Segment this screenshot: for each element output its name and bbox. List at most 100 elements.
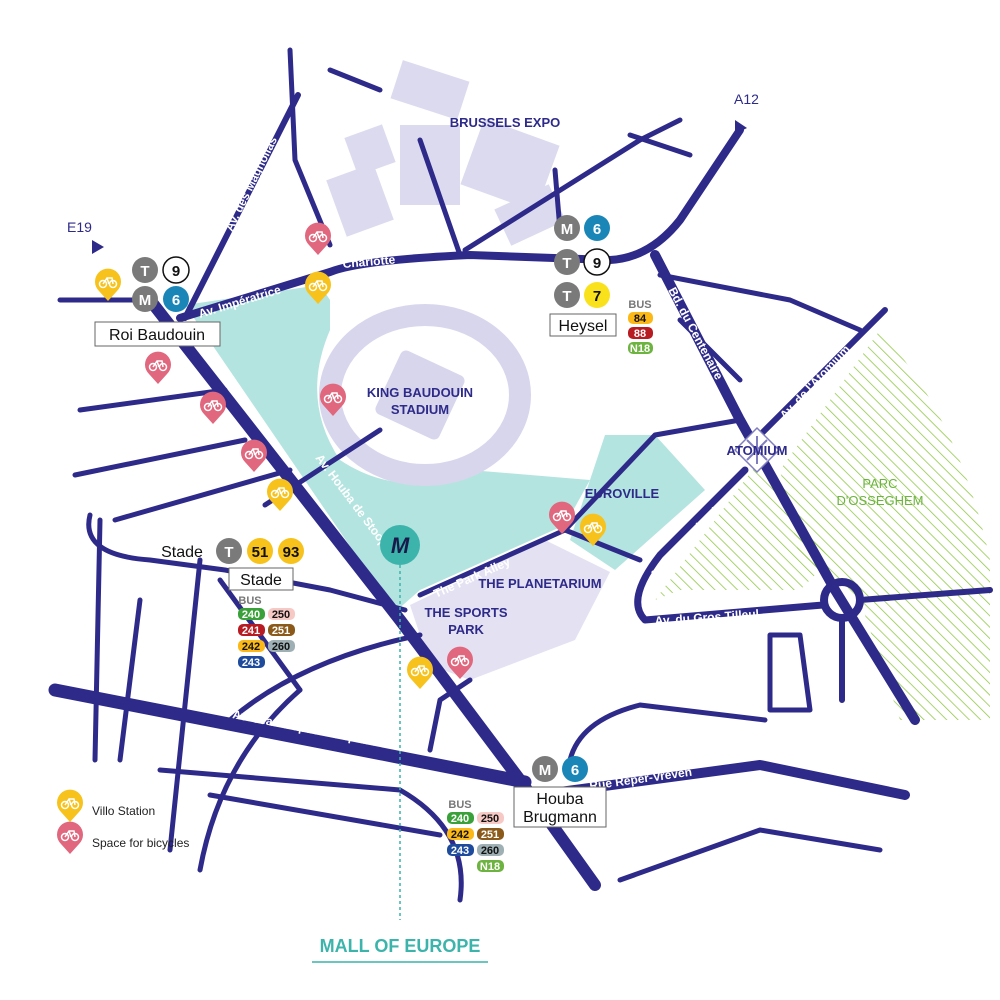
station-name-line1: Houba [536, 791, 583, 808]
station-name: Roi Baudouin [109, 327, 205, 344]
parc-osseghem-area-left [655, 460, 830, 600]
bus-line-badge: 243 [451, 845, 469, 857]
tram-icon [554, 282, 580, 308]
bus-label: BUS [628, 299, 651, 311]
bus-line-badge: 241 [242, 625, 260, 637]
bus-line-badge: 243 [242, 657, 260, 669]
brussels-expo-buildings [326, 60, 566, 246]
bus-line-badge: 240 [451, 813, 469, 825]
bus-line-badge: 260 [481, 845, 499, 857]
line-mode: M [561, 221, 574, 238]
atomium-icon [733, 426, 781, 474]
label-stadium-line2: STADIUM [391, 402, 449, 417]
station-name-box [228, 567, 294, 591]
line-number: 93 [283, 544, 300, 561]
bicycle-parking-icon [305, 223, 331, 255]
label-sports-park-2: PARK [448, 622, 484, 637]
label-euroville: EUROVILLE [585, 486, 660, 501]
tram-icon [132, 257, 158, 283]
tram-line-badge [247, 538, 273, 564]
line-number: 9 [172, 263, 180, 280]
station-name: Stade [240, 572, 282, 589]
station-name-line2: Brugmann [523, 809, 597, 826]
bicycle-parking-icon [145, 352, 171, 384]
bus-line-badge: 260 [272, 641, 290, 653]
line-number: 7 [593, 288, 601, 305]
tram-icon [216, 538, 242, 564]
station-roi-baudouin[interactable]: T 9 M 6 Roi Baudouin [94, 256, 221, 347]
line-mode: T [224, 544, 233, 561]
roads [48, 47, 993, 903]
station-heysel[interactable]: M 6 T 9 T 7 Heysel BUS 84 88 N18 [549, 215, 653, 355]
mall-of-europe-label[interactable]: MALL OF EUROPE [320, 936, 481, 956]
bus-line-badge: 251 [481, 829, 499, 841]
road-label-centenaire: Bd. du Centenaire [665, 285, 726, 383]
legend-villo-label: Villo Station [92, 804, 155, 818]
villo-station-icon [57, 790, 83, 822]
bicycle-parking-icon [241, 440, 267, 472]
line-mode: M [139, 292, 152, 309]
bus-label: BUS [238, 595, 261, 607]
bicycle-parking-icon [57, 822, 83, 854]
legend-bike-label: Space for bicycles [92, 836, 189, 850]
station-name-box [94, 321, 221, 347]
bus-line-badge: 88 [634, 328, 646, 340]
road-label-gros-tilleul: Av. du Gros Tilleul [654, 607, 759, 628]
bus-label: BUS [448, 799, 471, 811]
legend: Villo Station Space for bicycles [57, 790, 189, 854]
label-planetarium: THE PLANETARIUM [478, 576, 601, 591]
bus-line-badge: N18 [630, 343, 650, 355]
bus-line-badge: 242 [242, 641, 260, 653]
euroville-area [570, 435, 705, 570]
tram-line-badge [584, 282, 610, 308]
station-houba-brugmann[interactable]: M 6 Houba Brugmann BUS 240 250 242 251 2… [447, 756, 607, 873]
exit-a12-label: A12 [734, 91, 759, 107]
label-brussels-expo: BRUSSELS EXPO [450, 115, 561, 130]
line-number: 9 [593, 255, 601, 272]
tram-stop-name: Stade [161, 544, 203, 561]
label-parc-2: D'OSSEGHEM [837, 493, 924, 508]
bus-line-badge: 240 [242, 609, 260, 621]
road-label-magnolias: Av. des Magnolias [222, 134, 280, 233]
line-number: 6 [593, 221, 601, 238]
tram-line-badge [583, 248, 611, 276]
label-sports-park-1: THE SPORTS [424, 605, 507, 620]
mall-metro-station[interactable]: M [380, 525, 420, 565]
station-name: Heysel [559, 318, 608, 335]
station-name-box [549, 313, 617, 337]
tram-icon [554, 249, 580, 275]
label-atomium: ATOMIUM [727, 443, 788, 458]
exit-a12-arrow-icon [735, 120, 747, 134]
line-mode: M [539, 762, 552, 779]
tram-line-badge [162, 256, 190, 284]
planetarium-area [410, 540, 610, 680]
bus-line-badge: N18 [480, 861, 500, 873]
line-mode: T [562, 288, 571, 305]
bus-line-badge: 250 [481, 813, 499, 825]
bus-line-badge: 251 [272, 625, 290, 637]
metro-letter: M [391, 533, 410, 558]
villo-station-icon [95, 269, 121, 301]
station-stade[interactable]: Stade T 51 93 Stade BUS 240 250 241 251 … [161, 538, 304, 669]
parc-osseghem-area [780, 330, 990, 720]
line-number: 6 [571, 762, 579, 779]
line-number: 6 [172, 292, 180, 309]
bus-line-badge: 84 [634, 313, 647, 325]
tram-line-badge [278, 538, 304, 564]
exit-e19-arrow-icon [92, 240, 104, 254]
metro-line-badge [584, 215, 610, 241]
line-number: 51 [252, 544, 269, 561]
label-stadium-line1: KING BAUDOUIN [367, 385, 473, 400]
metro-icon [554, 215, 580, 241]
metro-line-badge [562, 756, 588, 782]
line-mode: T [562, 255, 571, 272]
bicycle-parking-icon [200, 392, 226, 424]
metro-icon [380, 525, 420, 565]
station-name-box [513, 786, 607, 828]
exit-e19-label: E19 [67, 219, 92, 235]
line-mode: T [140, 263, 149, 280]
metro-line-badge [163, 286, 189, 312]
villo-station-icon [407, 657, 433, 689]
metro-icon [532, 756, 558, 782]
